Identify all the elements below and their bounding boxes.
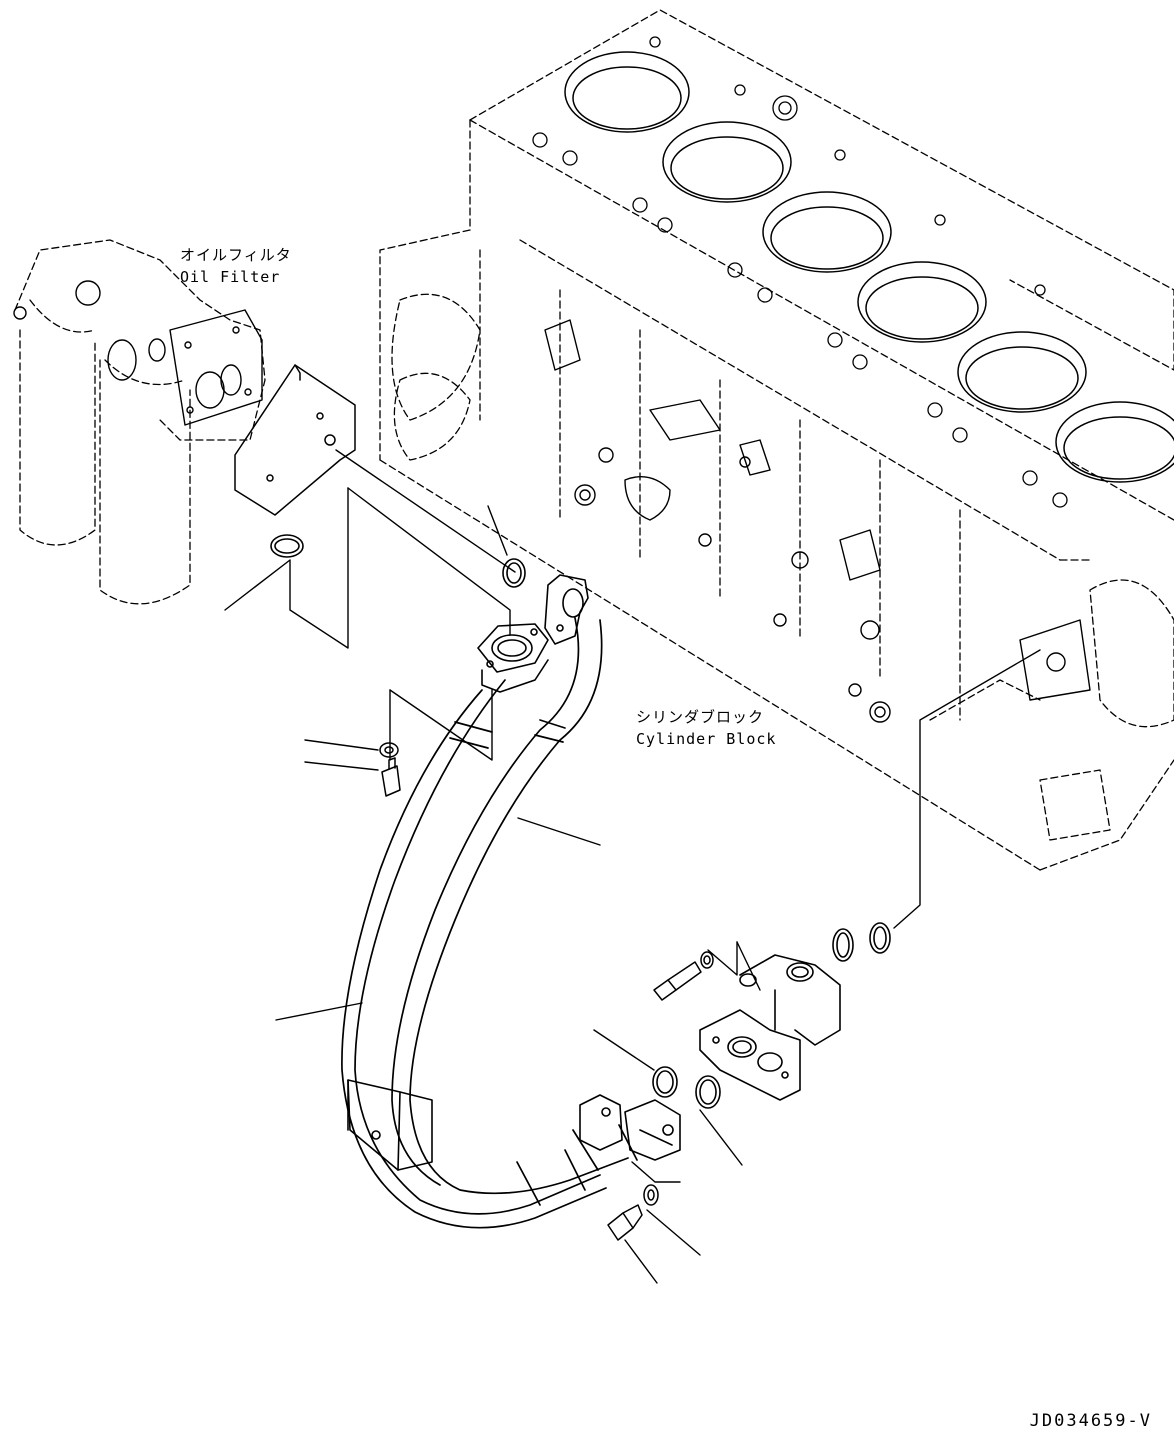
cylinder-block bbox=[379, 9, 1174, 871]
oil-filter-head-details bbox=[13, 280, 263, 426]
oil-hoses bbox=[341, 617, 638, 1229]
hose-clamp bbox=[347, 1079, 433, 1171]
filter-spacer-plate bbox=[234, 364, 356, 516]
oil-filter-label-jp: オイルフィルタ bbox=[180, 246, 292, 264]
oil-filter-label-en: Oil Filter bbox=[180, 268, 281, 286]
upper-hose-flanges bbox=[477, 574, 589, 693]
head-bolt-holes bbox=[532, 36, 1068, 508]
lower-hose-flanges bbox=[579, 1094, 681, 1161]
o-rings bbox=[270, 534, 891, 1109]
drawing-number: JD034659-V bbox=[1029, 1411, 1152, 1431]
oil-filter bbox=[14, 239, 266, 605]
cylinder-bores bbox=[564, 51, 1174, 483]
block-adapter bbox=[699, 954, 841, 1101]
cylinder-block-label-jp: シリンダブロック bbox=[636, 708, 765, 726]
cylinder-block-label-en: Cylinder Block bbox=[636, 730, 777, 748]
washers-and-bolts bbox=[379, 742, 714, 1241]
leader-lines bbox=[224, 449, 1041, 1284]
block-side-details bbox=[544, 319, 1091, 723]
